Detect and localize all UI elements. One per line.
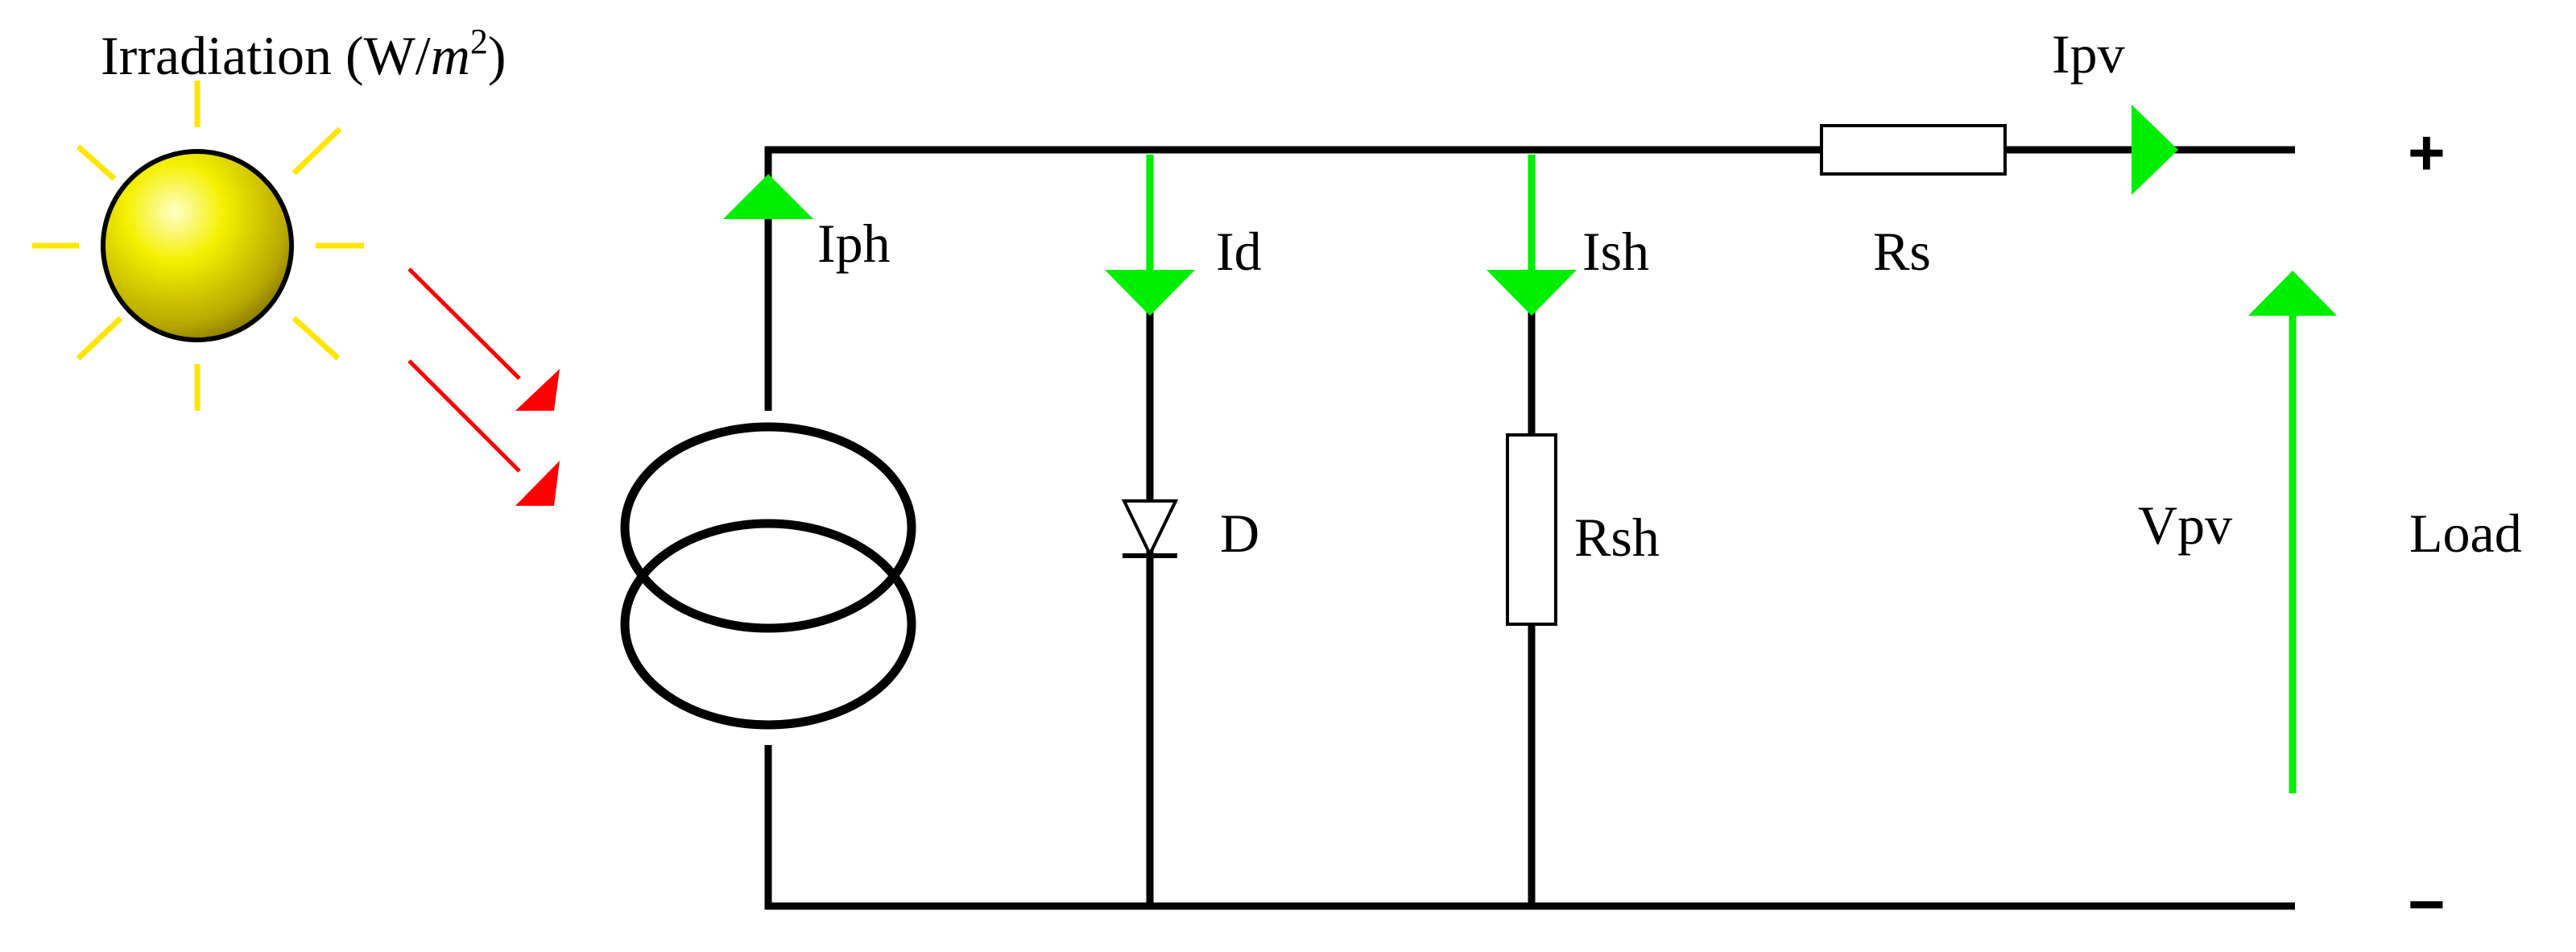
diode-icon: [1121, 499, 1179, 558]
d-label: D: [1220, 503, 1259, 564]
iph-arrow: [723, 174, 813, 219]
id-label: Id: [1216, 221, 1262, 282]
plus-terminal: +: [2408, 117, 2446, 188]
vpv-label: Vpv: [2138, 495, 2232, 556]
ipv-arrow: [2132, 105, 2178, 195]
vpv-arrow: [2248, 271, 2337, 793]
id-arrow: [1105, 155, 1195, 316]
rs-label: Rs: [1873, 221, 1931, 282]
sun-icon: [32, 81, 364, 411]
irradiation-arrow: [407, 359, 560, 506]
irradiation-title: Irradiation (W/m2): [101, 22, 506, 86]
minus-terminal: −: [2408, 868, 2446, 940]
resistor-icon: [1820, 124, 2007, 176]
irradiation-arrow: [407, 267, 560, 411]
resistor-icon: [1506, 433, 1557, 626]
ish-label: Ish: [1582, 221, 1649, 282]
iph-label: Iph: [817, 213, 891, 274]
ish-arrow: [1486, 155, 1577, 316]
current-source-icon: [620, 422, 916, 730]
load-label: Load: [2409, 503, 2522, 564]
ipv-label: Ipv: [2052, 23, 2125, 85]
rsh-label: Rsh: [1574, 507, 1660, 568]
